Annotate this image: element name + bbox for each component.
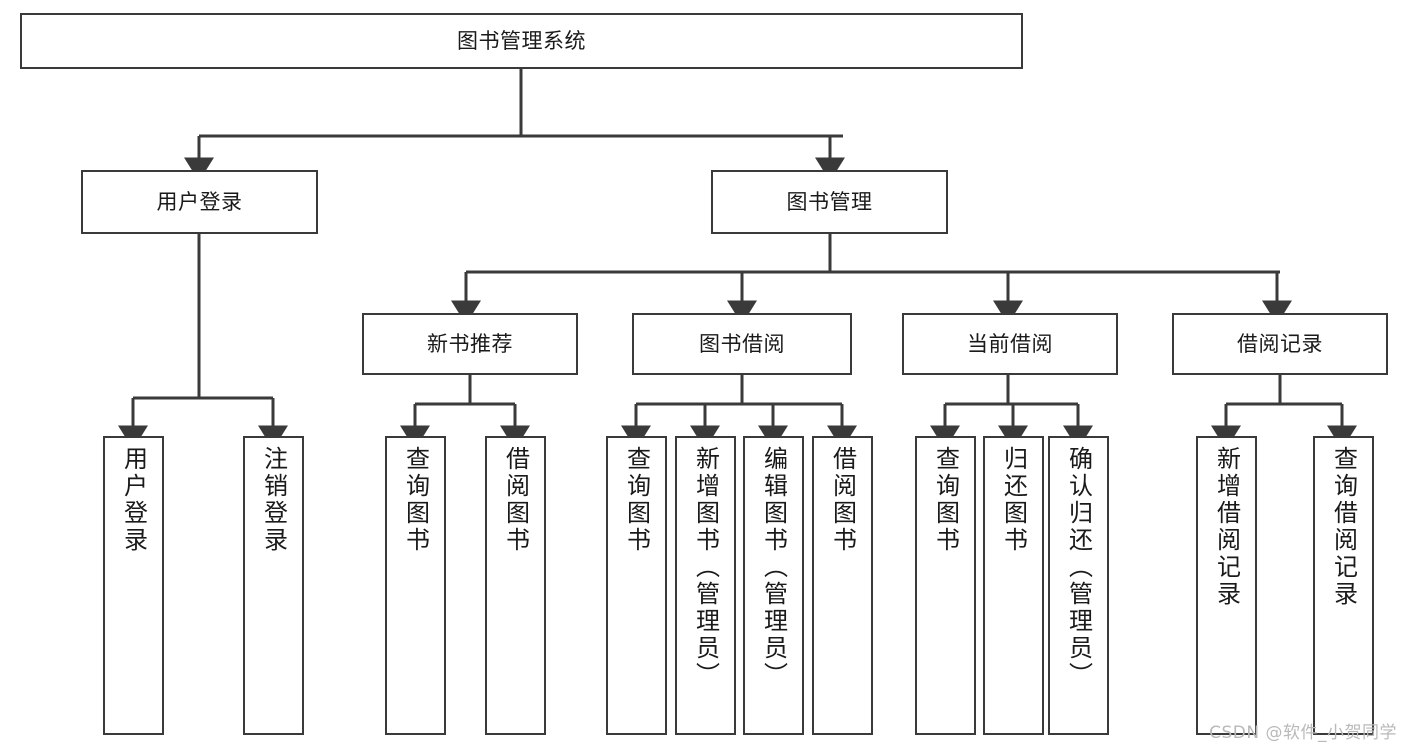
leaf-query-book-borrow[interactable]: 查询图书 bbox=[606, 436, 667, 735]
node-user-login[interactable]: 用户登录 bbox=[81, 170, 318, 234]
leaf-return-book-label: 归还图书 bbox=[999, 446, 1028, 554]
leaf-add-borrow-record[interactable]: 新增借阅记录 bbox=[1196, 436, 1257, 735]
leaf-borrow-book-newbook-label: 借阅图书 bbox=[501, 446, 530, 554]
leaf-confirm-return-admin-label: 确认归还（管理员） bbox=[1064, 446, 1093, 689]
leaf-query-book-current-label: 查询图书 bbox=[931, 446, 960, 554]
leaf-add-book-admin-label: 新增图书（管理员） bbox=[691, 446, 720, 689]
node-new-book-recommend-label: 新书推荐 bbox=[427, 331, 513, 356]
leaf-borrow-book[interactable]: 借阅图书 bbox=[812, 436, 873, 735]
leaf-query-borrow-record[interactable]: 查询借阅记录 bbox=[1313, 436, 1374, 735]
leaf-borrow-book-newbook[interactable]: 借阅图书 bbox=[485, 436, 546, 735]
leaf-query-book-current[interactable]: 查询图书 bbox=[915, 436, 976, 735]
leaf-add-borrow-record-label: 新增借阅记录 bbox=[1212, 446, 1241, 608]
leaf-confirm-return-admin[interactable]: 确认归还（管理员） bbox=[1048, 436, 1109, 735]
leaf-query-borrow-record-label: 查询借阅记录 bbox=[1329, 446, 1358, 608]
node-book-borrow[interactable]: 图书借阅 bbox=[632, 313, 852, 375]
leaf-logout-label: 注销登录 bbox=[259, 446, 288, 554]
leaf-add-book-admin[interactable]: 新增图书（管理员） bbox=[675, 436, 736, 735]
node-current-borrow-label: 当前借阅 bbox=[967, 331, 1053, 356]
node-root[interactable]: 图书管理系统 bbox=[20, 13, 1023, 69]
leaf-user-login-label: 用户登录 bbox=[119, 446, 148, 554]
node-borrow-record[interactable]: 借阅记录 bbox=[1172, 313, 1388, 375]
node-root-label: 图书管理系统 bbox=[457, 28, 586, 53]
node-borrow-record-label: 借阅记录 bbox=[1237, 331, 1323, 356]
leaf-edit-book-admin[interactable]: 编辑图书（管理员） bbox=[743, 436, 804, 735]
node-book-management-label: 图书管理 bbox=[786, 189, 873, 214]
leaf-return-book[interactable]: 归还图书 bbox=[983, 436, 1044, 735]
leaf-query-book-borrow-label: 查询图书 bbox=[622, 446, 651, 554]
leaf-borrow-book-label: 借阅图书 bbox=[828, 446, 857, 554]
leaf-query-book-newbook[interactable]: 查询图书 bbox=[385, 436, 446, 735]
node-user-login-label: 用户登录 bbox=[156, 189, 243, 214]
leaf-edit-book-admin-label: 编辑图书（管理员） bbox=[759, 446, 788, 689]
node-book-borrow-label: 图书借阅 bbox=[699, 331, 785, 356]
node-current-borrow[interactable]: 当前借阅 bbox=[902, 313, 1118, 375]
leaf-logout[interactable]: 注销登录 bbox=[243, 436, 304, 735]
node-book-management[interactable]: 图书管理 bbox=[711, 170, 948, 234]
leaf-query-book-newbook-label: 查询图书 bbox=[401, 446, 430, 554]
node-new-book-recommend[interactable]: 新书推荐 bbox=[362, 313, 578, 375]
leaf-user-login[interactable]: 用户登录 bbox=[103, 436, 164, 735]
